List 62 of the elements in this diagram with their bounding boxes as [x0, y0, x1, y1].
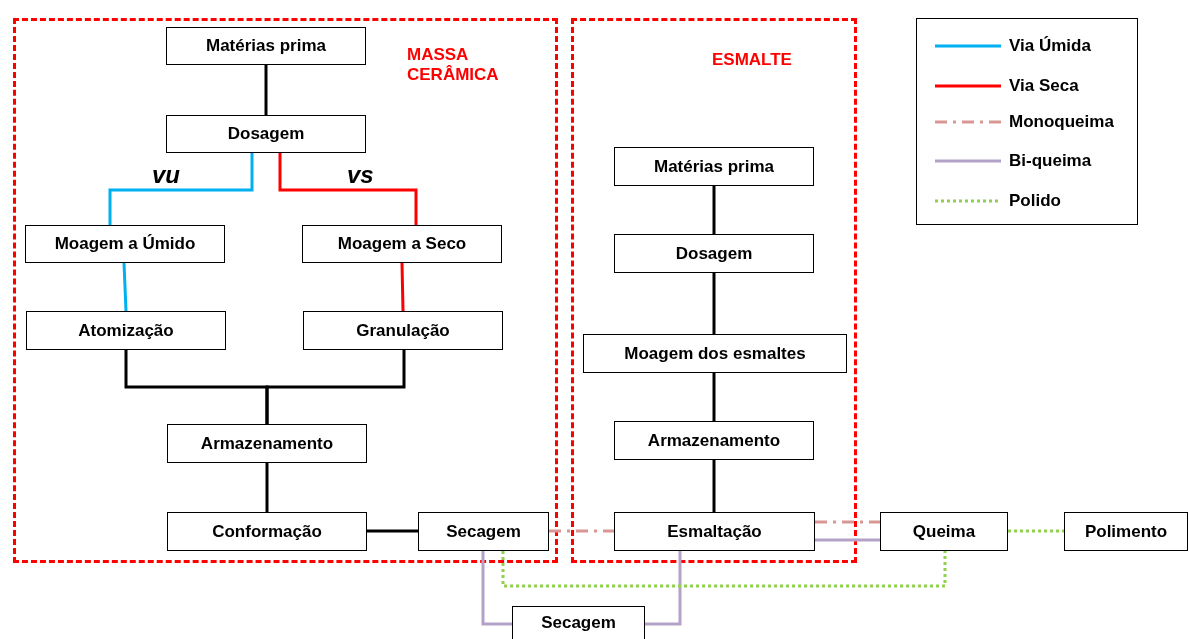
connector-line	[122, 262, 128, 312]
connector-line	[645, 551, 682, 626]
dashed-connector	[501, 551, 947, 588]
connector-line	[815, 538, 880, 542]
step-label: Polimento	[1084, 521, 1168, 542]
legend-label: Polido	[1009, 191, 1061, 211]
process-box	[167, 424, 367, 463]
dashed-connector	[549, 529, 614, 533]
connector-line	[367, 529, 418, 533]
step-label: Dosagem	[227, 124, 305, 144]
process-box	[166, 115, 366, 153]
process-box	[303, 311, 503, 350]
process-box	[614, 512, 815, 551]
connector-line	[278, 153, 418, 225]
step-label: Moagem dos esmaltes	[624, 343, 806, 364]
process-box	[302, 225, 502, 263]
process-box	[418, 512, 549, 551]
step-label: Esmaltação	[667, 521, 762, 542]
process-box	[167, 512, 367, 551]
legend-label: Via Úmida	[1009, 36, 1091, 56]
process-box	[512, 606, 645, 639]
connector-line	[481, 551, 512, 626]
step-label: Granulação	[356, 320, 450, 341]
legend-label: Bi-queima	[1009, 151, 1092, 171]
step-label: Secagem	[541, 613, 616, 633]
process-box	[880, 512, 1008, 551]
connector-line	[712, 186, 716, 234]
connector-line	[712, 273, 716, 334]
step-label: Matérias prima	[654, 156, 774, 177]
step-label: Moagem a Seco	[337, 234, 467, 254]
connector-line	[108, 153, 254, 225]
group-heading: MASSA CERÂMICA	[407, 45, 500, 85]
step-label: Matérias prima	[206, 36, 326, 56]
process-box	[614, 421, 814, 460]
connector-line	[400, 262, 405, 312]
connector-line	[265, 350, 406, 424]
step-label: Dosagem	[675, 243, 753, 264]
group-heading: ESMALTE	[712, 50, 793, 70]
connector-line	[712, 460, 716, 512]
process-box	[614, 234, 814, 273]
dashed-frame	[13, 18, 558, 563]
step-label: Conformação	[212, 521, 322, 542]
legend-label: Via Seca	[1009, 76, 1079, 96]
connector-line	[265, 463, 269, 512]
process-box	[25, 225, 225, 263]
connector-line	[264, 65, 268, 115]
process-box	[166, 27, 366, 65]
dashed-connector	[815, 520, 880, 524]
process-box	[1064, 512, 1188, 551]
dashed-frame	[571, 18, 857, 563]
legend-label: Monoqueima	[1009, 112, 1114, 132]
step-label: Armazenamento	[647, 430, 781, 451]
step-label: Moagem a Úmido	[54, 234, 196, 254]
process-box	[614, 147, 814, 186]
step-label: Queima	[912, 521, 976, 542]
dashed-connector	[1008, 529, 1064, 533]
step-label: Atomização	[78, 320, 174, 341]
step-label: Secagem	[446, 521, 521, 542]
process-box	[583, 334, 847, 373]
process-box	[26, 311, 226, 350]
connector-line	[712, 373, 716, 421]
step-label: Armazenamento	[200, 433, 334, 454]
